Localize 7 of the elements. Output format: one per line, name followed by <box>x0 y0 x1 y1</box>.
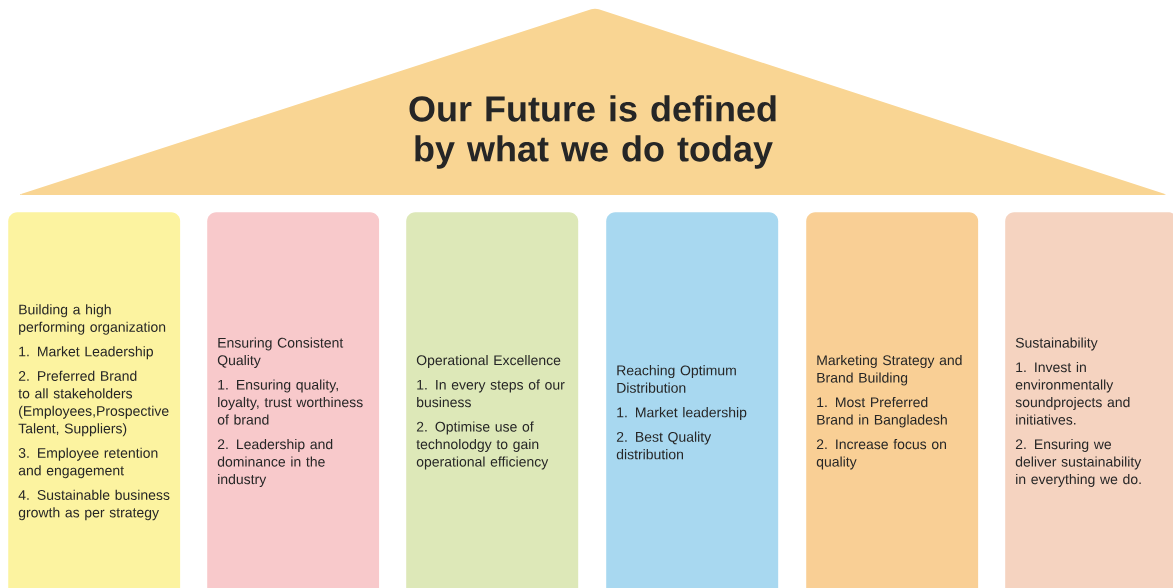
pillar-box: Operational Excellence 1. In every steps of our business 2. Optimise use of technolodgy to gain operational efficiency <box>406 212 579 588</box>
pillar-box: Ensuring Consistent Quality 1. Ensuring quality, loyalty, trust worthiness of brand 2. Leadership and dominance in the industry <box>207 212 380 588</box>
pillar-box: Building a high performing organization 1. Market Leadership 2. Preferred Brand to all stakeholders (Employees,Prospective Talent, Suppliers) 3. Employee retention and engagement 4. Sustainable business growth as per strategy <box>8 212 181 588</box>
pillar-box: Sustainability 1. Invest in environmentally soundprojects and initiatives. 2. Ensuring we deliver sustainability in everything we do. <box>1005 212 1173 588</box>
roof: Our Future is defined by what we do today <box>20 8 1166 195</box>
pillar-box: Reaching Optimum Distribution 1. Market leadership 2. Best Quality distribution <box>606 212 779 588</box>
pillar-box: Marketing Strategy and Brand Building 1. Most Preferred Brand in Bangladesh 2. Increase focus on quality <box>806 212 979 588</box>
